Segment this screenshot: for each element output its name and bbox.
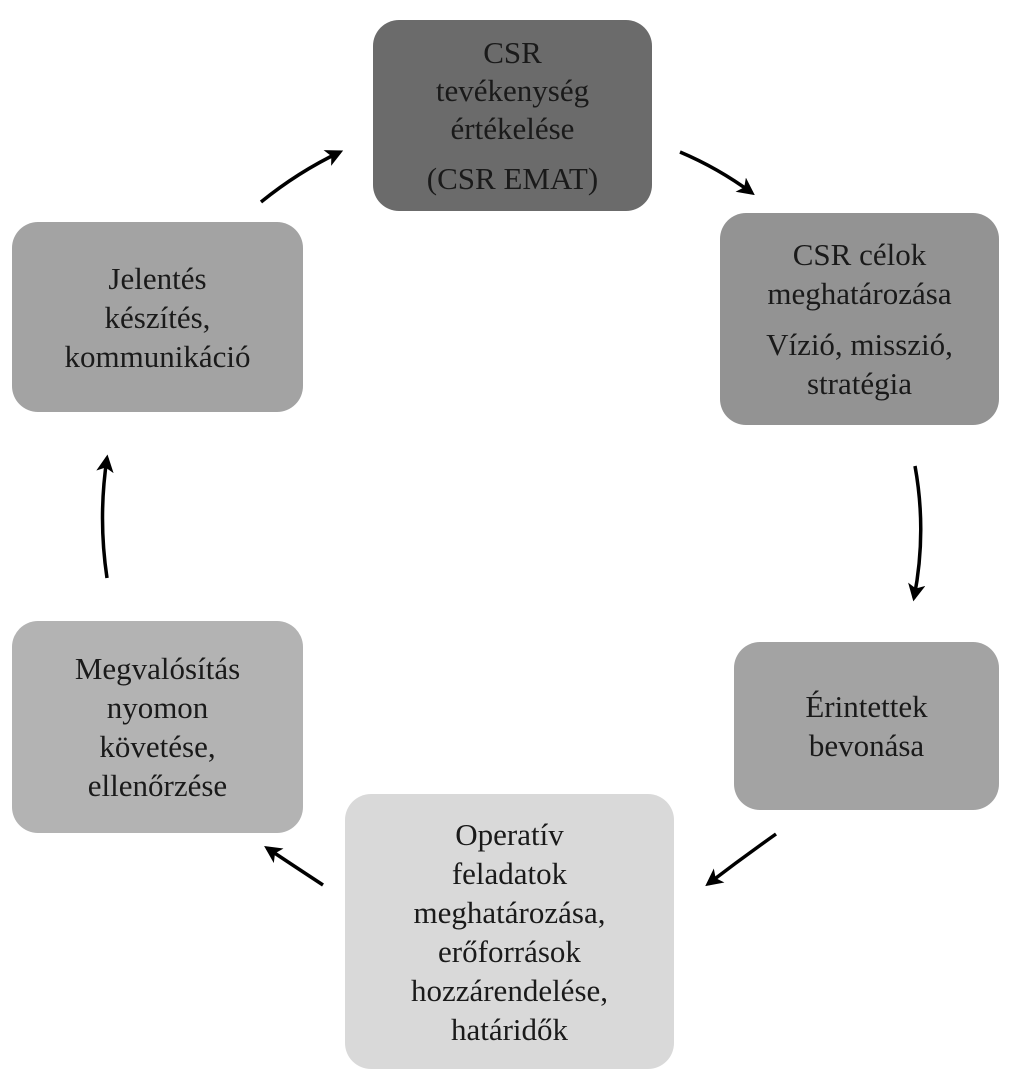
node-line: Érintettek bbox=[805, 689, 928, 724]
arrow-bottom-to-bl bbox=[264, 846, 324, 887]
node-reporting: Jelentés készítés, kommunikáció bbox=[12, 222, 303, 412]
node-line: CSR bbox=[483, 34, 542, 70]
arrow-right-to-br bbox=[908, 465, 926, 602]
node-line: nyomon bbox=[106, 690, 209, 725]
arrow-bl-to-left bbox=[96, 454, 114, 579]
node-line: készítés, bbox=[104, 299, 211, 335]
node-line: Operatív bbox=[455, 816, 564, 852]
node-line: kommunikáció bbox=[64, 338, 251, 374]
node-csr-evaluation: CSR tevékenység értékelése (CSR EMAT) bbox=[373, 20, 652, 211]
node-line: erőforrások bbox=[438, 933, 581, 969]
node-line: CSR célok bbox=[792, 237, 927, 272]
node-line: bevonása bbox=[808, 728, 925, 763]
node-line: meghatározása bbox=[767, 276, 952, 311]
node-line: tevékenység bbox=[435, 72, 590, 108]
node-operative-tasks: Operatív feladatok meghatározása, erőfor… bbox=[345, 794, 674, 1069]
arrow-top-to-right bbox=[679, 150, 755, 196]
node-line: értékelése bbox=[450, 110, 575, 146]
arrow-br-to-bottom bbox=[705, 832, 778, 887]
node-line: stratégia bbox=[806, 366, 912, 401]
node-line: követése, bbox=[99, 729, 216, 764]
node-line: ellenőrzése bbox=[87, 768, 228, 803]
node-stakeholders: Érintettek bevonása bbox=[734, 642, 999, 810]
node-line: határidők bbox=[450, 1011, 569, 1047]
node-line: Vízió, misszió, bbox=[766, 327, 953, 362]
node-line: (CSR EMAT) bbox=[426, 160, 599, 196]
node-line: hozzárendelése, bbox=[410, 972, 609, 1008]
node-monitoring: Megvalósítás nyomon követése, ellenőrzés… bbox=[12, 621, 303, 833]
node-line: meghatározása, bbox=[413, 894, 606, 930]
node-line: Jelentés bbox=[108, 260, 207, 296]
node-line: Megvalósítás bbox=[74, 651, 241, 686]
node-line: feladatok bbox=[451, 855, 568, 891]
arrow-left-to-top bbox=[259, 150, 344, 204]
node-csr-goals: CSR célok meghatározása Vízió, misszió, … bbox=[720, 213, 999, 425]
